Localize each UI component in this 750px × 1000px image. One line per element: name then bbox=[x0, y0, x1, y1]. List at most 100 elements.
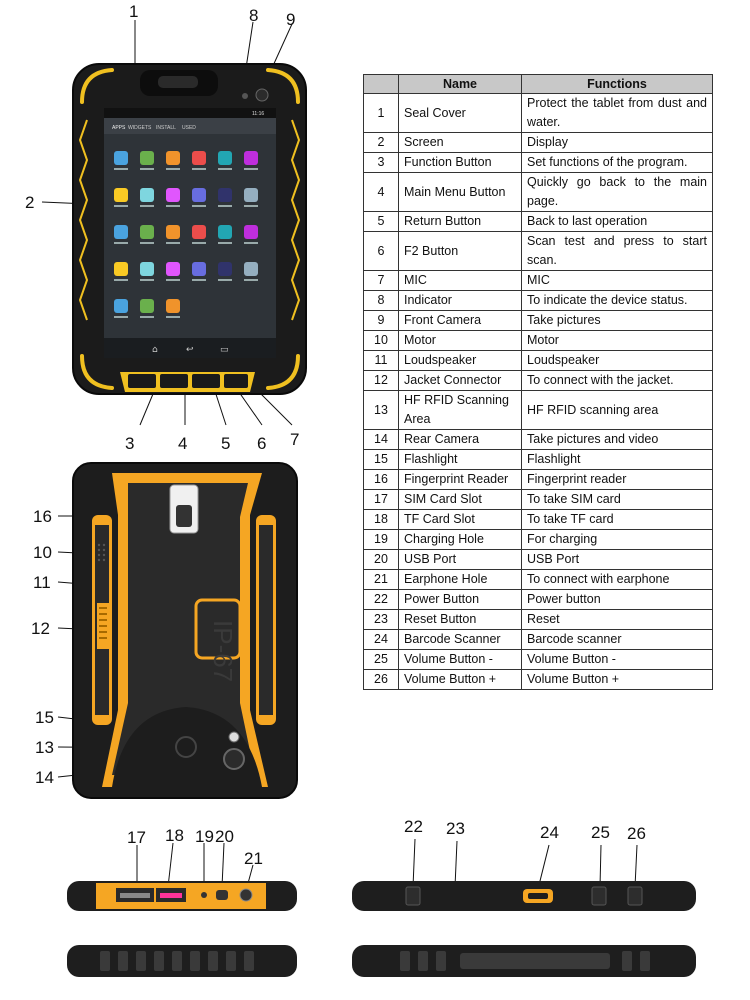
side-callout-21: 21 bbox=[244, 849, 263, 868]
cell-name: HF RFID Scanning Area bbox=[398, 390, 522, 430]
app-icon[interactable] bbox=[218, 151, 232, 170]
side-callout-20: 20 bbox=[215, 827, 234, 846]
app-icon[interactable] bbox=[114, 151, 128, 170]
cell-num: 5 bbox=[363, 211, 399, 232]
cell-name: Earphone Hole bbox=[398, 569, 522, 590]
cell-num: 19 bbox=[363, 529, 399, 550]
front-callout-2: 2 bbox=[25, 193, 35, 212]
cell-num: 7 bbox=[363, 270, 399, 291]
cell-num: 24 bbox=[363, 629, 399, 650]
app-icon[interactable] bbox=[244, 151, 258, 170]
app-icon[interactable] bbox=[140, 299, 154, 318]
header-num bbox=[363, 74, 399, 94]
app-icon[interactable] bbox=[192, 225, 206, 244]
front-callout-5: 5 bbox=[221, 434, 231, 453]
cell-name: Return Button bbox=[398, 211, 522, 232]
tablet-back-figure: IP-67 bbox=[57, 462, 298, 799]
cell-num: 14 bbox=[363, 429, 399, 450]
app-icon[interactable] bbox=[192, 188, 206, 207]
cell-num: 1 bbox=[363, 93, 399, 133]
header-name: Name bbox=[398, 74, 522, 94]
cell-name: Volume Button - bbox=[398, 649, 522, 670]
app-icon[interactable] bbox=[192, 151, 206, 170]
cell-func: Set functions of the program. bbox=[521, 152, 713, 173]
svg-text:11:16: 11:16 bbox=[252, 111, 264, 117]
cell-num: 23 bbox=[363, 609, 399, 630]
cell-num: 3 bbox=[363, 152, 399, 173]
cell-name: Main Menu Button bbox=[398, 172, 522, 212]
app-icon[interactable] bbox=[140, 188, 154, 207]
app-icon[interactable] bbox=[244, 188, 258, 207]
cell-name: SIM Card Slot bbox=[398, 489, 522, 510]
cell-func: Fingerprint reader bbox=[521, 469, 713, 490]
back-callout-16: 16 bbox=[33, 507, 52, 526]
app-icon[interactable] bbox=[166, 225, 180, 244]
cell-num: 10 bbox=[363, 330, 399, 351]
app-icon[interactable] bbox=[140, 151, 154, 170]
svg-text:↩: ↩ bbox=[186, 345, 194, 355]
app-icon[interactable] bbox=[166, 188, 180, 207]
side-callout-24: 24 bbox=[540, 823, 559, 842]
cell-func: Flashlight bbox=[521, 449, 713, 470]
cell-func: USB Port bbox=[521, 549, 713, 570]
app-icon[interactable] bbox=[192, 262, 206, 281]
cell-func: Scan test and press to start scan. bbox=[521, 231, 713, 271]
app-icon[interactable] bbox=[166, 151, 180, 170]
header-functions: Functions bbox=[521, 74, 713, 94]
ip67-watermark: IP-67 bbox=[208, 620, 238, 682]
back-callout-10: 10 bbox=[33, 543, 52, 562]
cell-name: Screen bbox=[398, 132, 522, 153]
app-icon[interactable] bbox=[218, 262, 232, 281]
front-callout-1: 1 bbox=[129, 2, 139, 21]
cell-func: HF RFID scanning area bbox=[521, 390, 713, 430]
side-callout-17: 17 bbox=[127, 828, 146, 847]
app-icon[interactable] bbox=[218, 188, 232, 207]
side-views-figure bbox=[67, 838, 696, 977]
cell-func: Power button bbox=[521, 589, 713, 610]
app-icon[interactable] bbox=[140, 225, 154, 244]
app-icon[interactable] bbox=[166, 262, 180, 281]
tablet-front-figure: APPS WIDGETS INSTALL USED 11:16 ⌂ ↩ ▭ bbox=[41, 20, 307, 426]
app-icon[interactable] bbox=[140, 262, 154, 281]
app-icon[interactable] bbox=[218, 225, 232, 244]
app-icon[interactable] bbox=[114, 188, 128, 207]
cell-func: Loudspeaker bbox=[521, 350, 713, 371]
cell-name: USB Port bbox=[398, 549, 522, 570]
side-callout-26: 26 bbox=[627, 824, 646, 843]
cell-func: To take SIM card bbox=[521, 489, 713, 510]
cell-num: 11 bbox=[363, 350, 399, 371]
cell-num: 21 bbox=[363, 569, 399, 590]
cell-num: 8 bbox=[363, 290, 399, 311]
cell-num: 12 bbox=[363, 370, 399, 391]
app-icon[interactable] bbox=[114, 262, 128, 281]
front-callout-3: 3 bbox=[125, 434, 135, 453]
cell-name: MIC bbox=[398, 270, 522, 291]
app-icon[interactable] bbox=[166, 299, 180, 318]
cell-name: Fingerprint Reader bbox=[398, 469, 522, 490]
app-icon[interactable] bbox=[114, 225, 128, 244]
app-icon[interactable] bbox=[114, 299, 128, 318]
cell-num: 6 bbox=[363, 231, 399, 271]
cell-name: Loudspeaker bbox=[398, 350, 522, 371]
cell-num: 9 bbox=[363, 310, 399, 331]
back-callout-15: 15 bbox=[35, 708, 54, 727]
cell-func: To connect with earphone bbox=[521, 569, 713, 590]
cell-func: Motor bbox=[521, 330, 713, 351]
app-icon[interactable] bbox=[244, 225, 258, 244]
app-icon[interactable] bbox=[244, 262, 258, 281]
